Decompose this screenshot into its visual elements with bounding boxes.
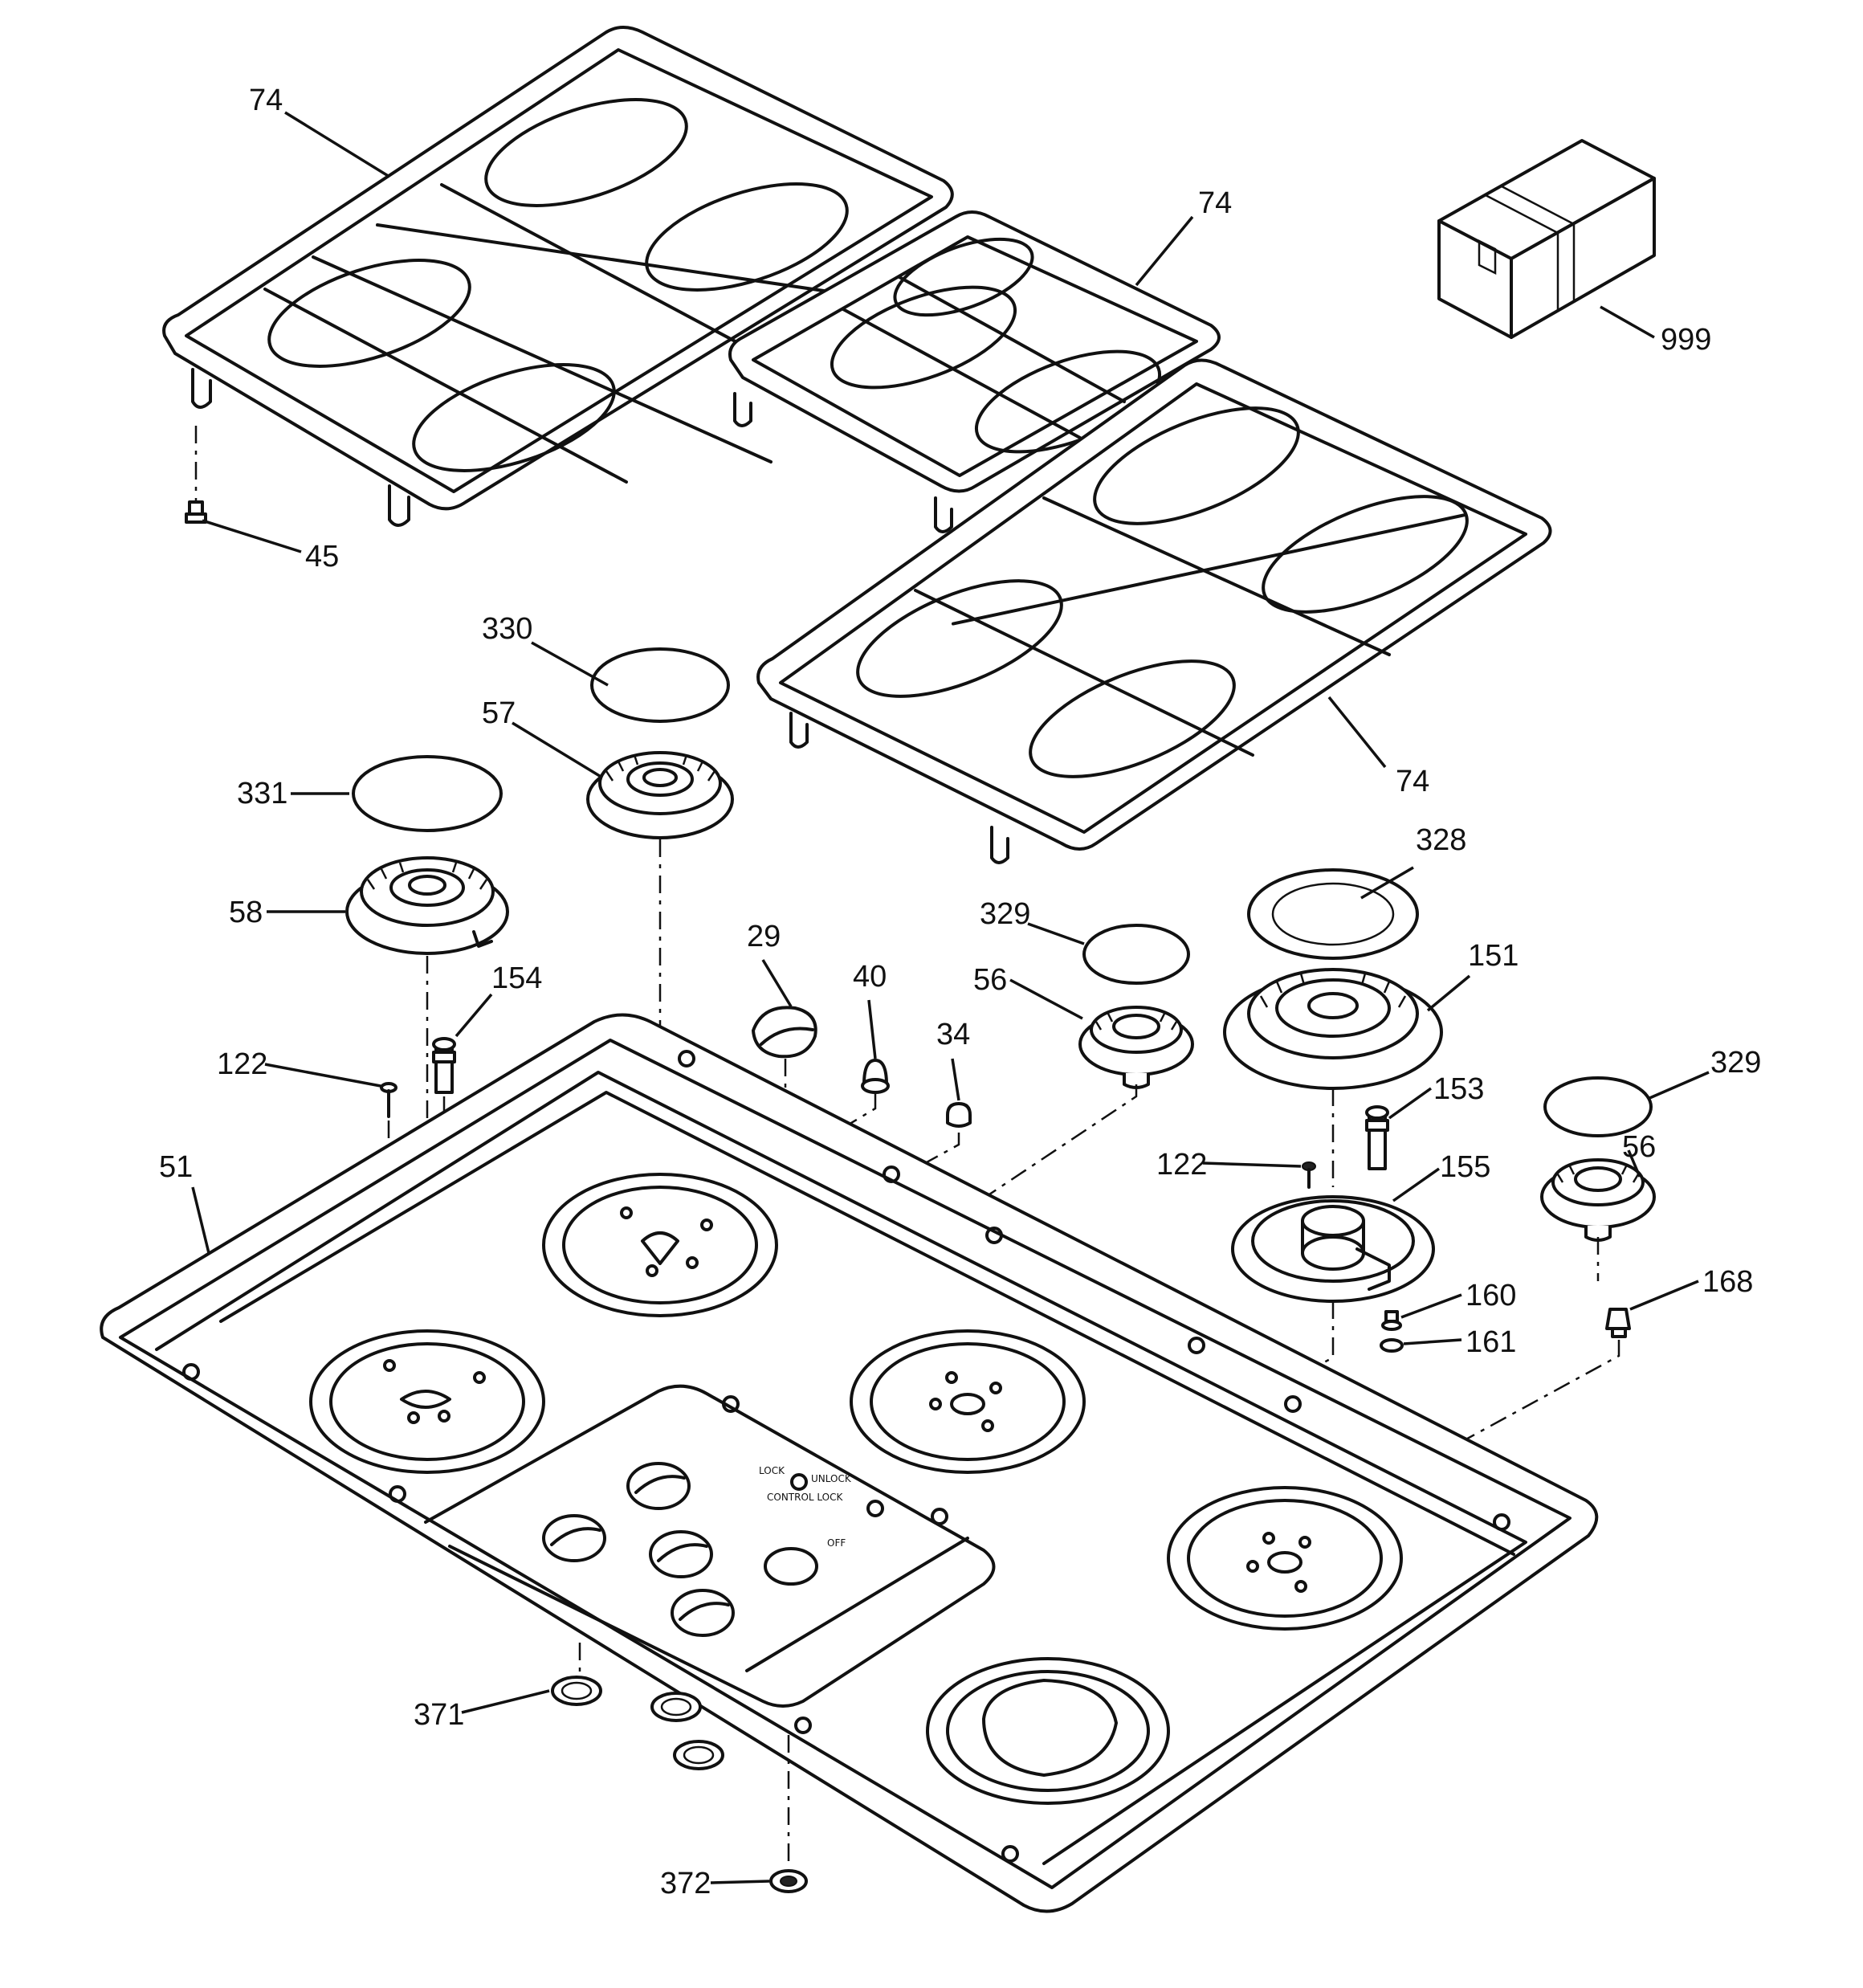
label-screw-122-a: 122 [217,1047,267,1081]
off-label: OFF [827,1537,846,1549]
burner-head-58 [345,856,509,1402]
label-grate-b: 74 [1198,186,1232,220]
grate-middle [728,210,1221,533]
label-cap-328: 328 [1416,823,1466,857]
label-screw-122-b: 122 [1156,1148,1207,1182]
label-grommet-371: 371 [414,1698,464,1732]
label-part-168: 168 [1702,1265,1753,1299]
label-cap-329-a: 329 [980,897,1030,931]
label-cap-329-b: 329 [1710,1046,1761,1080]
label-grate-foot: 45 [305,540,339,574]
label-cooktop-51: 51 [159,1150,193,1184]
grate-foot-bumper [185,426,207,524]
grommet-371 [551,1643,724,1770]
label-grommet-372: 372 [660,1867,711,1900]
part-labels: 74 74 999 45 74 330 57 331 58 328 329 15… [159,84,1761,1900]
cooktop-51: LOCK UNLOCK CONTROL LOCK OFF [100,1013,1599,1913]
label-knob-40: 40 [853,960,887,994]
label-knob-29: 29 [747,920,781,953]
label-head-56-b: 56 [1622,1130,1656,1164]
label-head-151: 151 [1468,939,1519,973]
burner-head-56-b [1540,1158,1656,1281]
burner-cap-329-a [1082,924,1190,985]
label-grate-c: 74 [1396,765,1429,798]
packaging-box [1437,139,1656,339]
grate-right [756,358,1552,864]
burner-head-56-a [966,1006,1194,1402]
burner-cap-328 [1247,868,1419,960]
burner-cap-331 [352,755,503,832]
burner-cap-330 [590,647,730,723]
screw-122-right [1302,1161,1316,1189]
electrode-153 [1365,1105,1389,1170]
label-box: 999 [1661,323,1711,357]
label-head-57: 57 [482,696,516,730]
label-head-58: 58 [229,896,263,929]
label-cap-330: 330 [482,612,532,646]
label-cap-331: 331 [237,777,287,810]
grommet-372 [769,1735,808,1893]
burner-cap-329-b [1543,1076,1653,1137]
label-grate-a: 74 [249,84,283,117]
burner-head-151 [1223,968,1443,1187]
grate-left [162,26,954,527]
label-base-155: 155 [1440,1150,1490,1184]
label-orifice-160: 160 [1466,1279,1516,1312]
label-knob-34: 34 [936,1018,970,1051]
label-electrode-154: 154 [491,961,542,995]
label-electrode-153: 153 [1433,1072,1484,1106]
lock-label: LOCK [759,1465,785,1476]
leader-lines [191,111,1710,1884]
control-lock-label: CONTROL LOCK [767,1492,843,1503]
unlock-label: UNLOCK [811,1473,852,1484]
orifice-washer-161 [1380,1338,1404,1353]
orifice-160 [1381,1310,1402,1331]
label-head-56-a: 56 [973,963,1007,997]
label-orifice-161: 161 [1466,1325,1516,1359]
